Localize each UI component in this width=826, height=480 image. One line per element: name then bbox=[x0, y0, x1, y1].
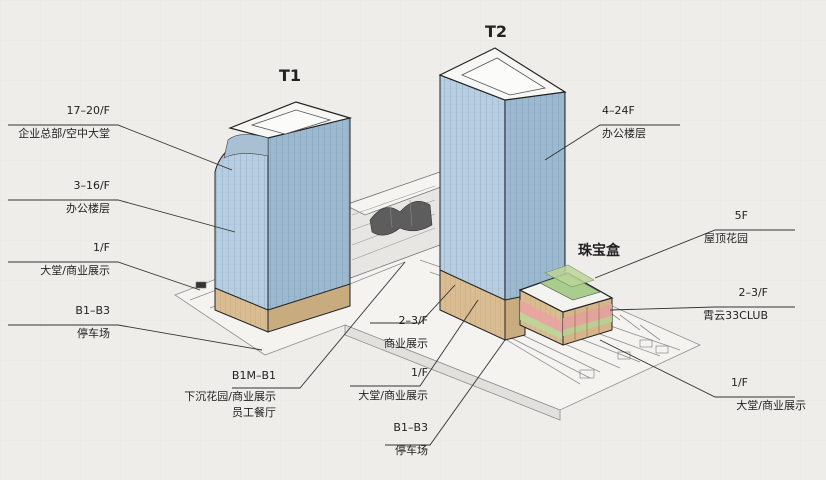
box-lobby-use: 大堂/商业展示 bbox=[736, 399, 806, 412]
tower-t2 bbox=[438, 47, 567, 341]
t2-base-use: 停车场 bbox=[395, 444, 428, 457]
t2-office-floor: 4–24F bbox=[602, 104, 635, 117]
box-roof-use: 屋顶花园 bbox=[704, 232, 748, 245]
t1-base-floor: B1–B3 bbox=[75, 304, 110, 317]
t2-retail-floor: 2–3/F bbox=[398, 314, 428, 327]
t1-base-use: 停车场 bbox=[77, 327, 110, 340]
t1-top-use: 企业总部/空中大堂 bbox=[18, 127, 110, 140]
tower-t2-name: T2 bbox=[485, 22, 508, 41]
b1m-use-1: 下沉花园/商业展示 bbox=[184, 390, 276, 403]
box-club-floor: 2–3/F bbox=[738, 286, 768, 299]
jewel-box-name: 珠宝盒 bbox=[578, 243, 620, 259]
t1-mid-use: 办公楼层 bbox=[66, 202, 110, 215]
connector-podium bbox=[343, 171, 462, 281]
box-club-use: 霄云33CLUB bbox=[703, 309, 768, 322]
t1-top-floor: 17–20/F bbox=[66, 104, 110, 117]
leader-lines bbox=[8, 124, 795, 446]
t1-mid-floor: 3–16/F bbox=[73, 179, 110, 192]
box-roof-floor: 5F bbox=[734, 209, 748, 222]
jewel-box bbox=[518, 264, 614, 346]
t2-lobby-floor: 1/F bbox=[410, 366, 428, 379]
t2-lobby-use: 大堂/商业展示 bbox=[358, 389, 428, 402]
t1-lobby-floor: 1/F bbox=[92, 241, 110, 254]
t1-lobby-use: 大堂/商业展示 bbox=[40, 264, 110, 277]
sculpture bbox=[369, 200, 433, 236]
tower-t1-name: T1 bbox=[279, 66, 302, 85]
t2-office-use: 办公楼层 bbox=[602, 127, 646, 140]
t2-base-floor: B1–B3 bbox=[393, 421, 428, 434]
tower-t1 bbox=[214, 101, 353, 333]
box-lobby-floor: 1/F bbox=[730, 376, 748, 389]
b1m-use-2: 员工餐厅 bbox=[232, 406, 276, 419]
b1m-floor: B1M–B1 bbox=[231, 369, 276, 382]
t2-retail-use: 商业展示 bbox=[384, 337, 428, 350]
